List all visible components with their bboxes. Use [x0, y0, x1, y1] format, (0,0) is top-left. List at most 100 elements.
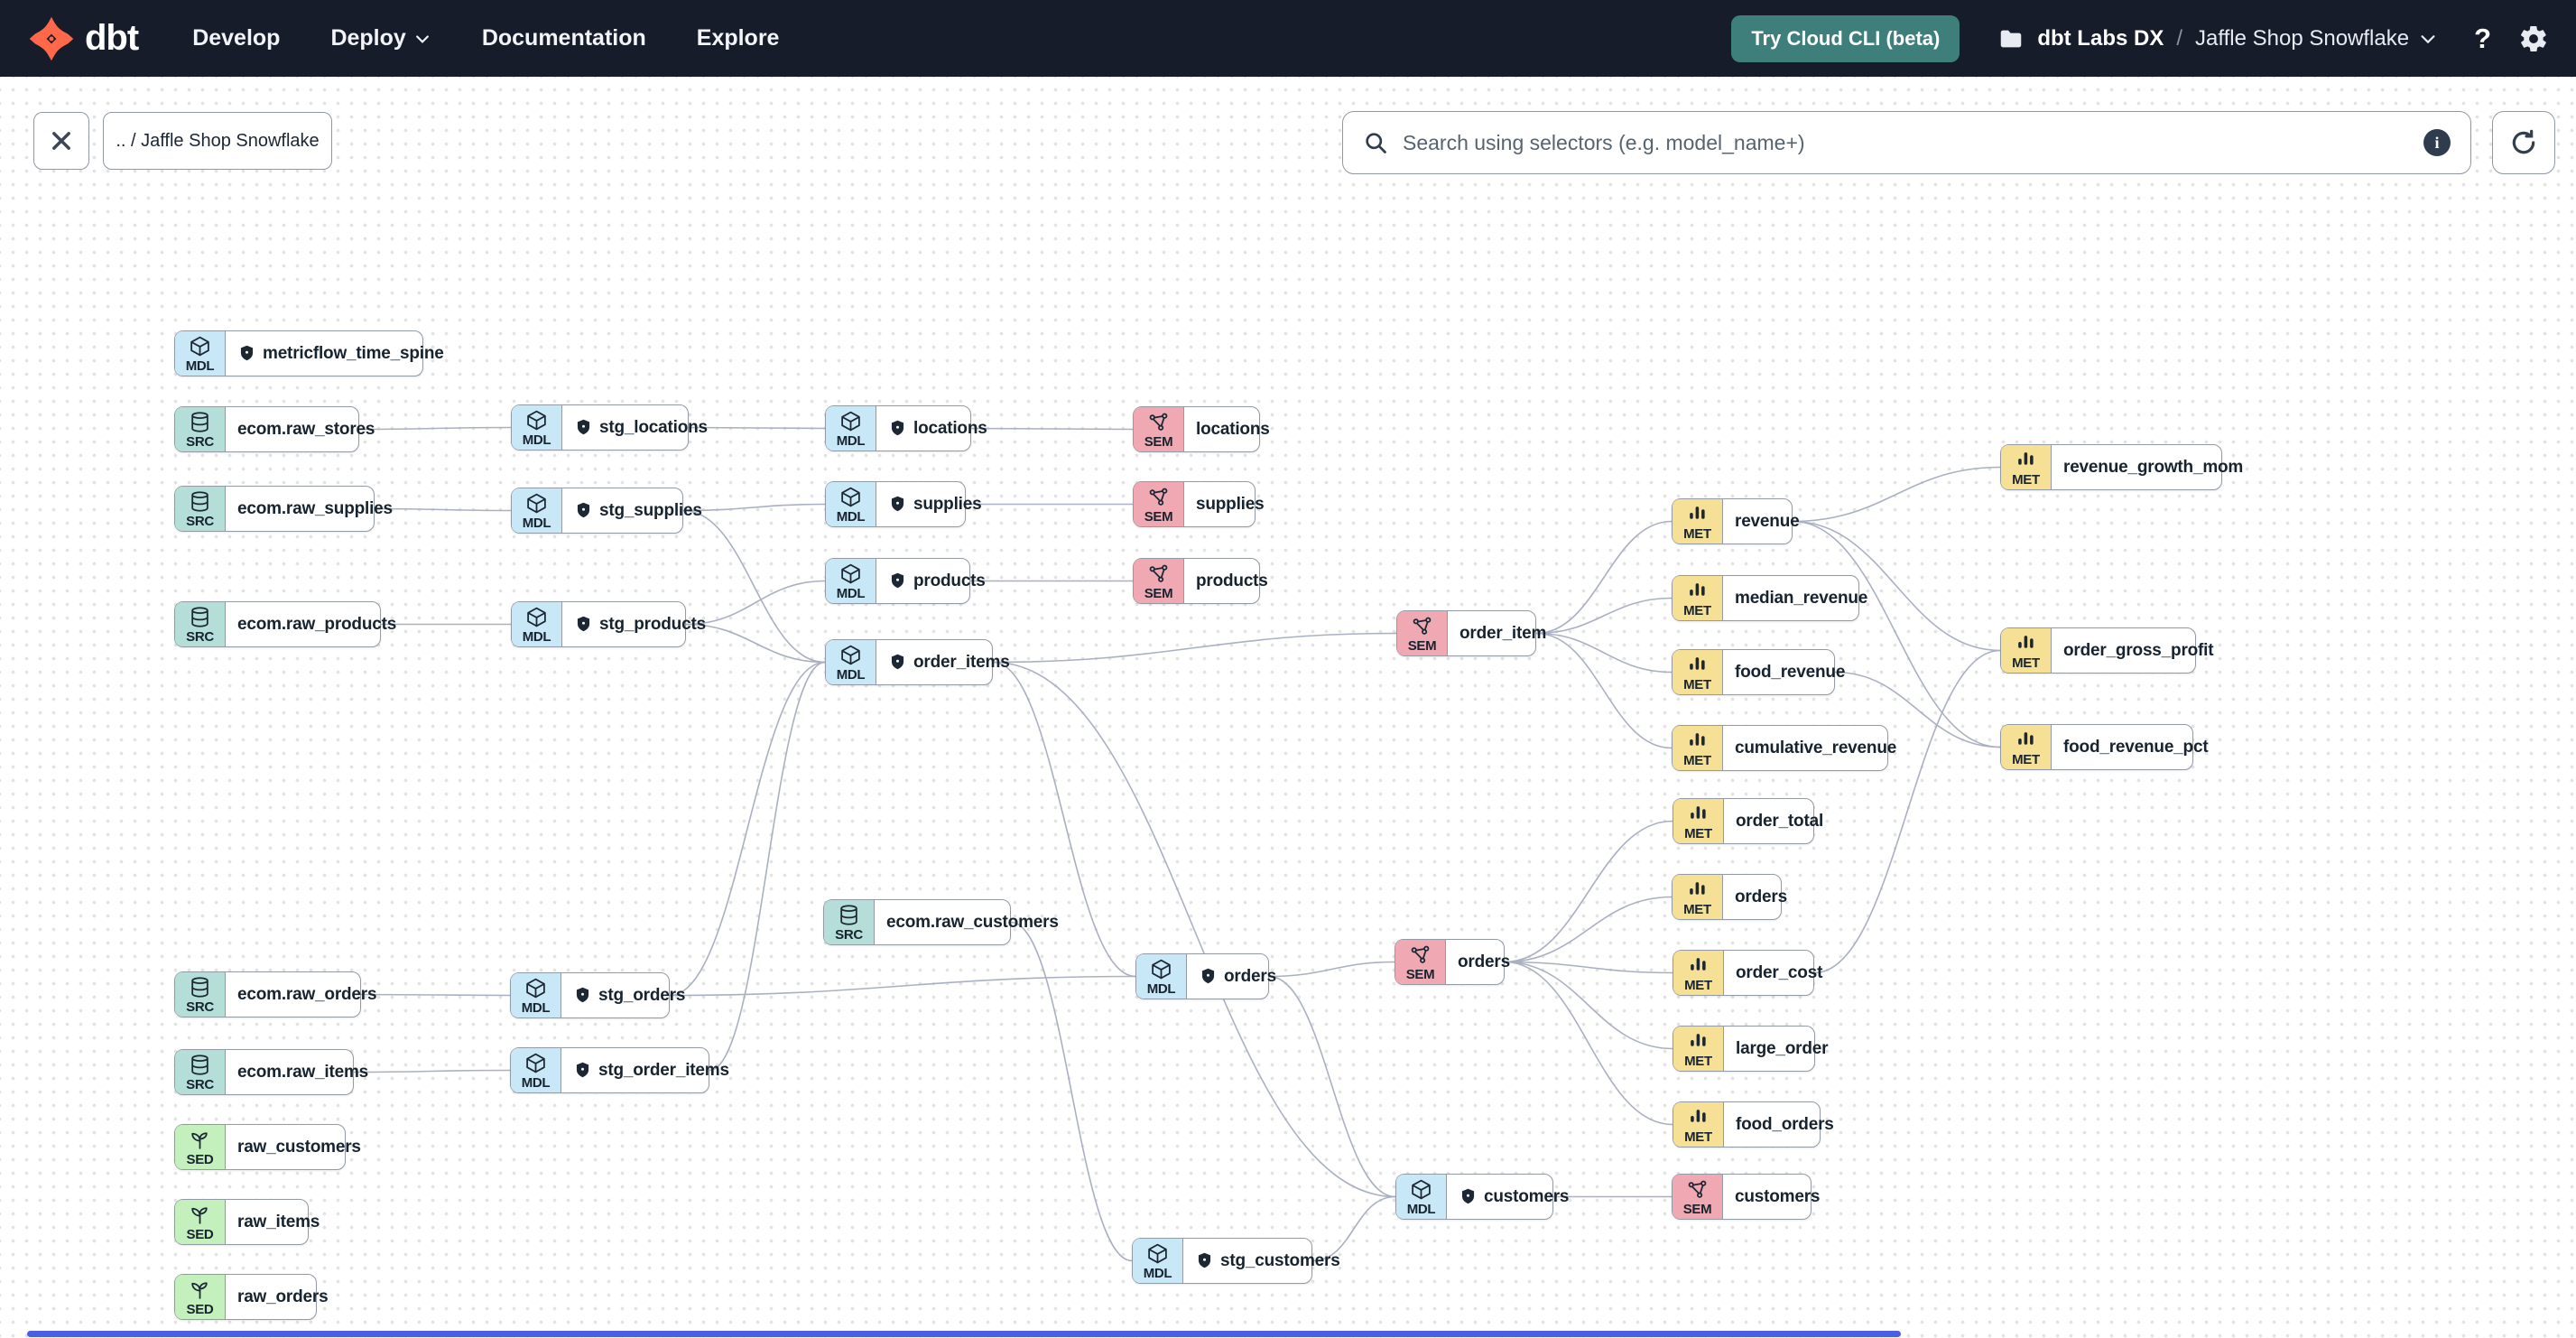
- bar-chart-icon: [2015, 632, 2037, 655]
- database-icon: [189, 976, 211, 999]
- node-body: food_revenue_pct: [2052, 725, 2217, 769]
- gear-icon[interactable]: [2518, 23, 2549, 54]
- node-label: ecom.raw_items: [237, 1062, 369, 1082]
- node-label: cumulative_revenue: [1735, 738, 1897, 757]
- node-body: customers: [1447, 1175, 1578, 1219]
- shield-icon: [574, 418, 593, 437]
- node-body: food_orders: [1724, 1102, 1843, 1147]
- node-type-badge: SED: [175, 1275, 226, 1319]
- horizontal-scrollbar[interactable]: [27, 1331, 1901, 1337]
- node-type-label: MET: [1683, 676, 1711, 692]
- project-switcher[interactable]: dbt Labs DX / Jaffle Shop Snowflake: [1997, 25, 2438, 52]
- refresh-button[interactable]: [2492, 111, 2555, 174]
- node-type-badge: MDL: [512, 602, 562, 646]
- lineage-canvas[interactable]: [0, 77, 2576, 1338]
- nav-deploy[interactable]: Deploy: [330, 25, 431, 51]
- node-type-badge: MDL: [826, 406, 876, 451]
- dbt-logo[interactable]: dbt: [27, 14, 139, 63]
- node-type-label: MET: [1684, 825, 1712, 841]
- node-type-badge: SRC: [175, 487, 226, 531]
- seedling-icon: [189, 1129, 211, 1151]
- semantic-graph-icon: [1147, 411, 1170, 433]
- node-label: order_gross_profit: [2063, 640, 2214, 660]
- nav-explore[interactable]: Explore: [696, 25, 780, 51]
- node-type-badge: MDL: [1136, 954, 1187, 999]
- cube-icon: [525, 409, 548, 432]
- node-body: products: [876, 559, 995, 603]
- node-body: products: [1184, 559, 1277, 603]
- node-type-label: SRC: [835, 926, 863, 943]
- node-label: stg_orders: [598, 985, 686, 1005]
- node-type-label: MDL: [836, 585, 866, 601]
- node-type-label: SED: [186, 1301, 214, 1317]
- bar-chart-icon: [1686, 654, 1709, 676]
- search-icon: [1363, 130, 1388, 155]
- cube-icon: [839, 644, 862, 666]
- breadcrumb-label: .. / Jaffle Shop Snowflake: [116, 130, 320, 151]
- try-cloud-cli-button[interactable]: Try Cloud CLI (beta): [1731, 14, 1960, 62]
- node-type-label: MDL: [1143, 1265, 1172, 1281]
- database-icon: [838, 904, 860, 926]
- lineage-breadcrumb[interactable]: .. / Jaffle Shop Snowflake: [103, 112, 332, 170]
- node-label: revenue: [1735, 511, 1800, 531]
- node-type-badge: MET: [1673, 799, 1724, 843]
- search-input[interactable]: [1401, 129, 2411, 156]
- info-icon[interactable]: i: [2423, 129, 2451, 156]
- node-type-badge: MET: [1673, 951, 1724, 995]
- shield-icon: [237, 344, 256, 363]
- node-type-label: SRC: [186, 433, 214, 450]
- node-type-label: SRC: [186, 999, 214, 1015]
- help-icon[interactable]: ?: [2474, 22, 2491, 54]
- node-type-badge: SEM: [1673, 1175, 1723, 1219]
- node-type-label: MDL: [1146, 980, 1176, 997]
- node-type-badge: SEM: [1134, 559, 1184, 603]
- nav-develop[interactable]: Develop: [192, 25, 281, 51]
- node-type-label: MET: [1684, 1129, 1712, 1145]
- node-type-label: MDL: [836, 432, 866, 449]
- node-body: stg_customers: [1183, 1239, 1349, 1283]
- close-lineage-button[interactable]: [33, 112, 89, 170]
- shield-icon: [888, 495, 907, 514]
- nav-documentation[interactable]: Documentation: [481, 25, 646, 51]
